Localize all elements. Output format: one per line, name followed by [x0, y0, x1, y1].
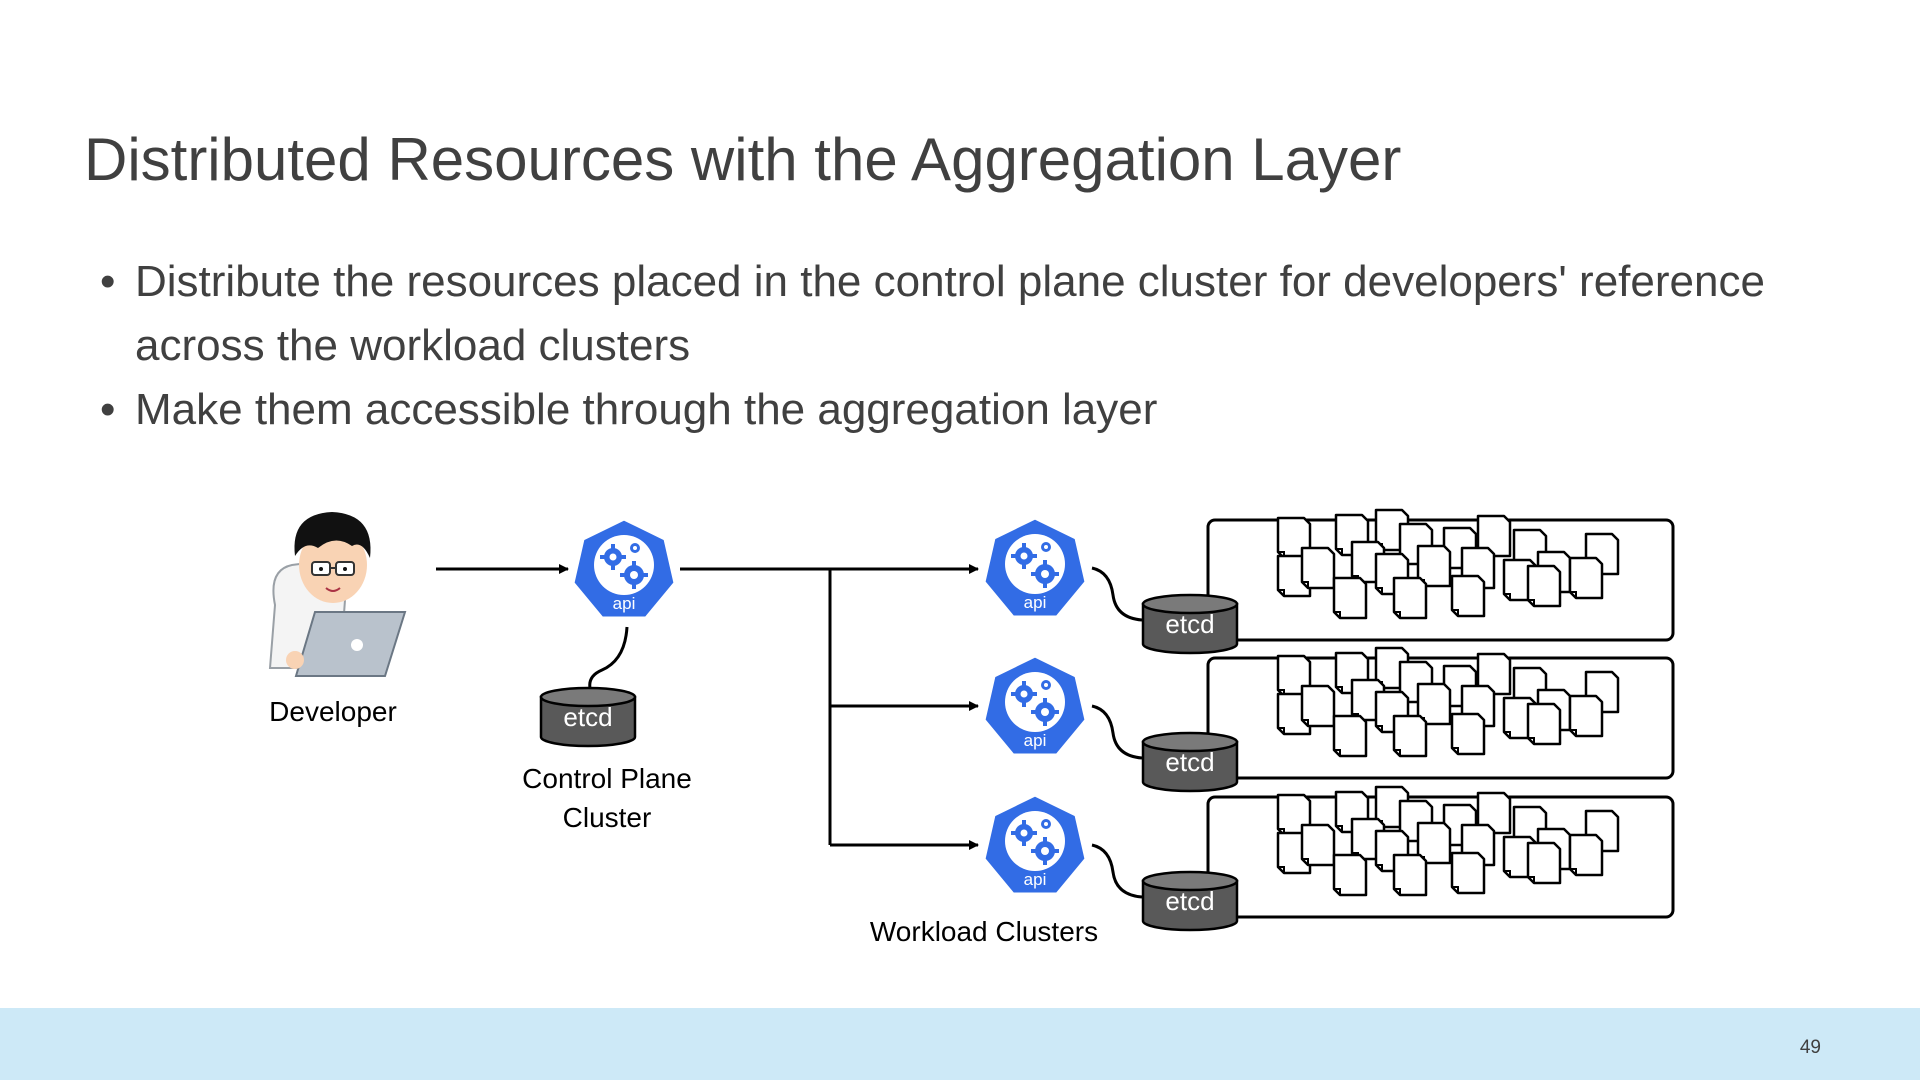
bullet-item: Make them accessible through the aggrega… — [100, 378, 1800, 442]
api-label: api — [1024, 870, 1047, 889]
api-label: api — [613, 594, 636, 613]
workload-cluster: api etcd — [982, 648, 1675, 793]
etcd-label: etcd — [1165, 747, 1214, 777]
control-plane-api-icon: api — [571, 517, 677, 620]
etcd-label: etcd — [1165, 609, 1214, 639]
control-plane-label-line2: Cluster — [563, 802, 652, 833]
workload-etcd-icon: etcd — [1141, 593, 1239, 655]
workload-cluster: api etcd — [982, 510, 1675, 655]
footer-bar — [0, 1008, 1920, 1080]
control-plane-etcd-icon: etcd — [539, 686, 637, 748]
api-label: api — [1024, 593, 1047, 612]
control-plane-label-line1: Control Plane — [522, 763, 692, 794]
etcd-label: etcd — [563, 702, 612, 732]
workload-etcd-icon: etcd — [1141, 731, 1239, 793]
workload-api-icon: api — [982, 516, 1088, 619]
etcd-label: etcd — [1165, 886, 1214, 916]
workload-etcd-icon: etcd — [1141, 870, 1239, 932]
workload-api-icon: api — [982, 654, 1088, 757]
developer-icon — [268, 512, 407, 677]
workload-api-icon: api — [982, 793, 1088, 896]
bullet-item: Distribute the resources placed in the c… — [100, 250, 1800, 378]
workload-clusters-label: Workload Clusters — [870, 916, 1098, 947]
page-number: 49 — [1799, 1037, 1821, 1058]
api-label: api — [1024, 731, 1047, 750]
page-title: Distributed Resources with the Aggregati… — [84, 126, 1402, 193]
control-plane-etcd-link — [588, 626, 629, 689]
workload-cluster: api etcd — [982, 787, 1675, 932]
fan-out-arrows — [680, 564, 979, 850]
bullet-list: Distribute the resources placed in the c… — [100, 250, 1800, 442]
developer-label: Developer — [269, 696, 397, 727]
